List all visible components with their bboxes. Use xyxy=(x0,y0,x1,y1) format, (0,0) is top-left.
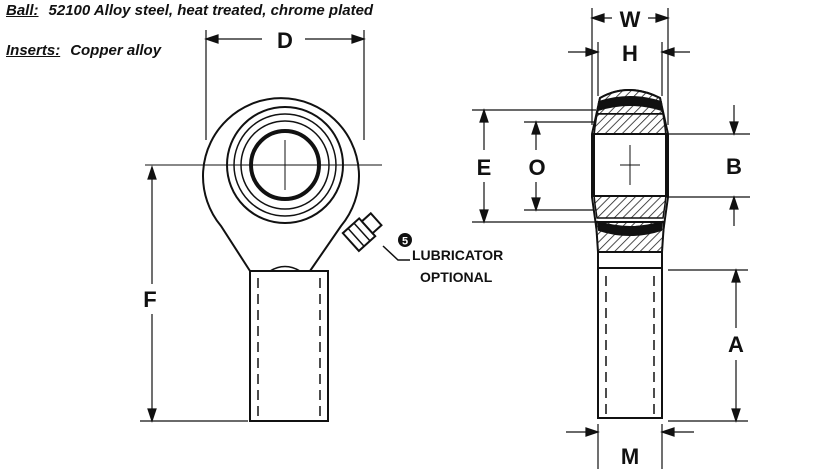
dimension-m xyxy=(566,424,694,469)
inserts-material-note: Inserts: Copper alloy xyxy=(6,42,161,59)
dimension-d xyxy=(204,30,366,140)
dimension-o xyxy=(524,120,594,212)
dimension-b xyxy=(666,105,750,226)
dimension-w xyxy=(590,8,670,125)
threaded-shank xyxy=(249,270,329,422)
lower-insert-band xyxy=(596,220,664,236)
inserts-label: Inserts: xyxy=(6,42,61,59)
front-view xyxy=(145,97,383,422)
dimension-f-label: F xyxy=(143,287,156,312)
rod-end-head-outline xyxy=(202,97,360,272)
dimension-w-label: W xyxy=(620,7,641,32)
side-threaded-shank xyxy=(597,267,663,419)
callout-number-badge xyxy=(398,233,412,247)
dimension-d-label: D xyxy=(277,28,293,53)
callout-line-1: LUBRICATOR xyxy=(412,247,503,263)
dimension-b-label: B xyxy=(726,154,742,179)
lubricator-callout xyxy=(382,245,410,261)
callout-line-2: OPTIONAL xyxy=(420,269,493,285)
side-view xyxy=(591,89,669,419)
ball-material-note: Ball: 52100 Alloy steel, heat treated, ch… xyxy=(6,2,373,19)
dimension-f xyxy=(140,165,248,423)
neck-shadow xyxy=(269,265,301,272)
dimension-a xyxy=(668,268,748,423)
callout-number: 5 xyxy=(402,236,408,248)
dimension-e xyxy=(472,108,596,224)
dimension-m-label: M xyxy=(621,444,639,469)
dimension-h xyxy=(568,42,690,96)
dimension-h-label: H xyxy=(622,41,638,66)
dimension-o-label: O xyxy=(528,155,545,180)
dimension-e-label: E xyxy=(477,155,492,180)
dimension-a-label: A xyxy=(728,332,744,357)
upper-insert-band xyxy=(596,96,664,112)
lubricator-fitting xyxy=(341,211,383,253)
ball-label: Ball: xyxy=(6,2,39,19)
ball-material-text: 52100 Alloy steel, heat treated, chrome … xyxy=(48,2,374,19)
inserts-material-text: Copper alloy xyxy=(70,42,162,59)
